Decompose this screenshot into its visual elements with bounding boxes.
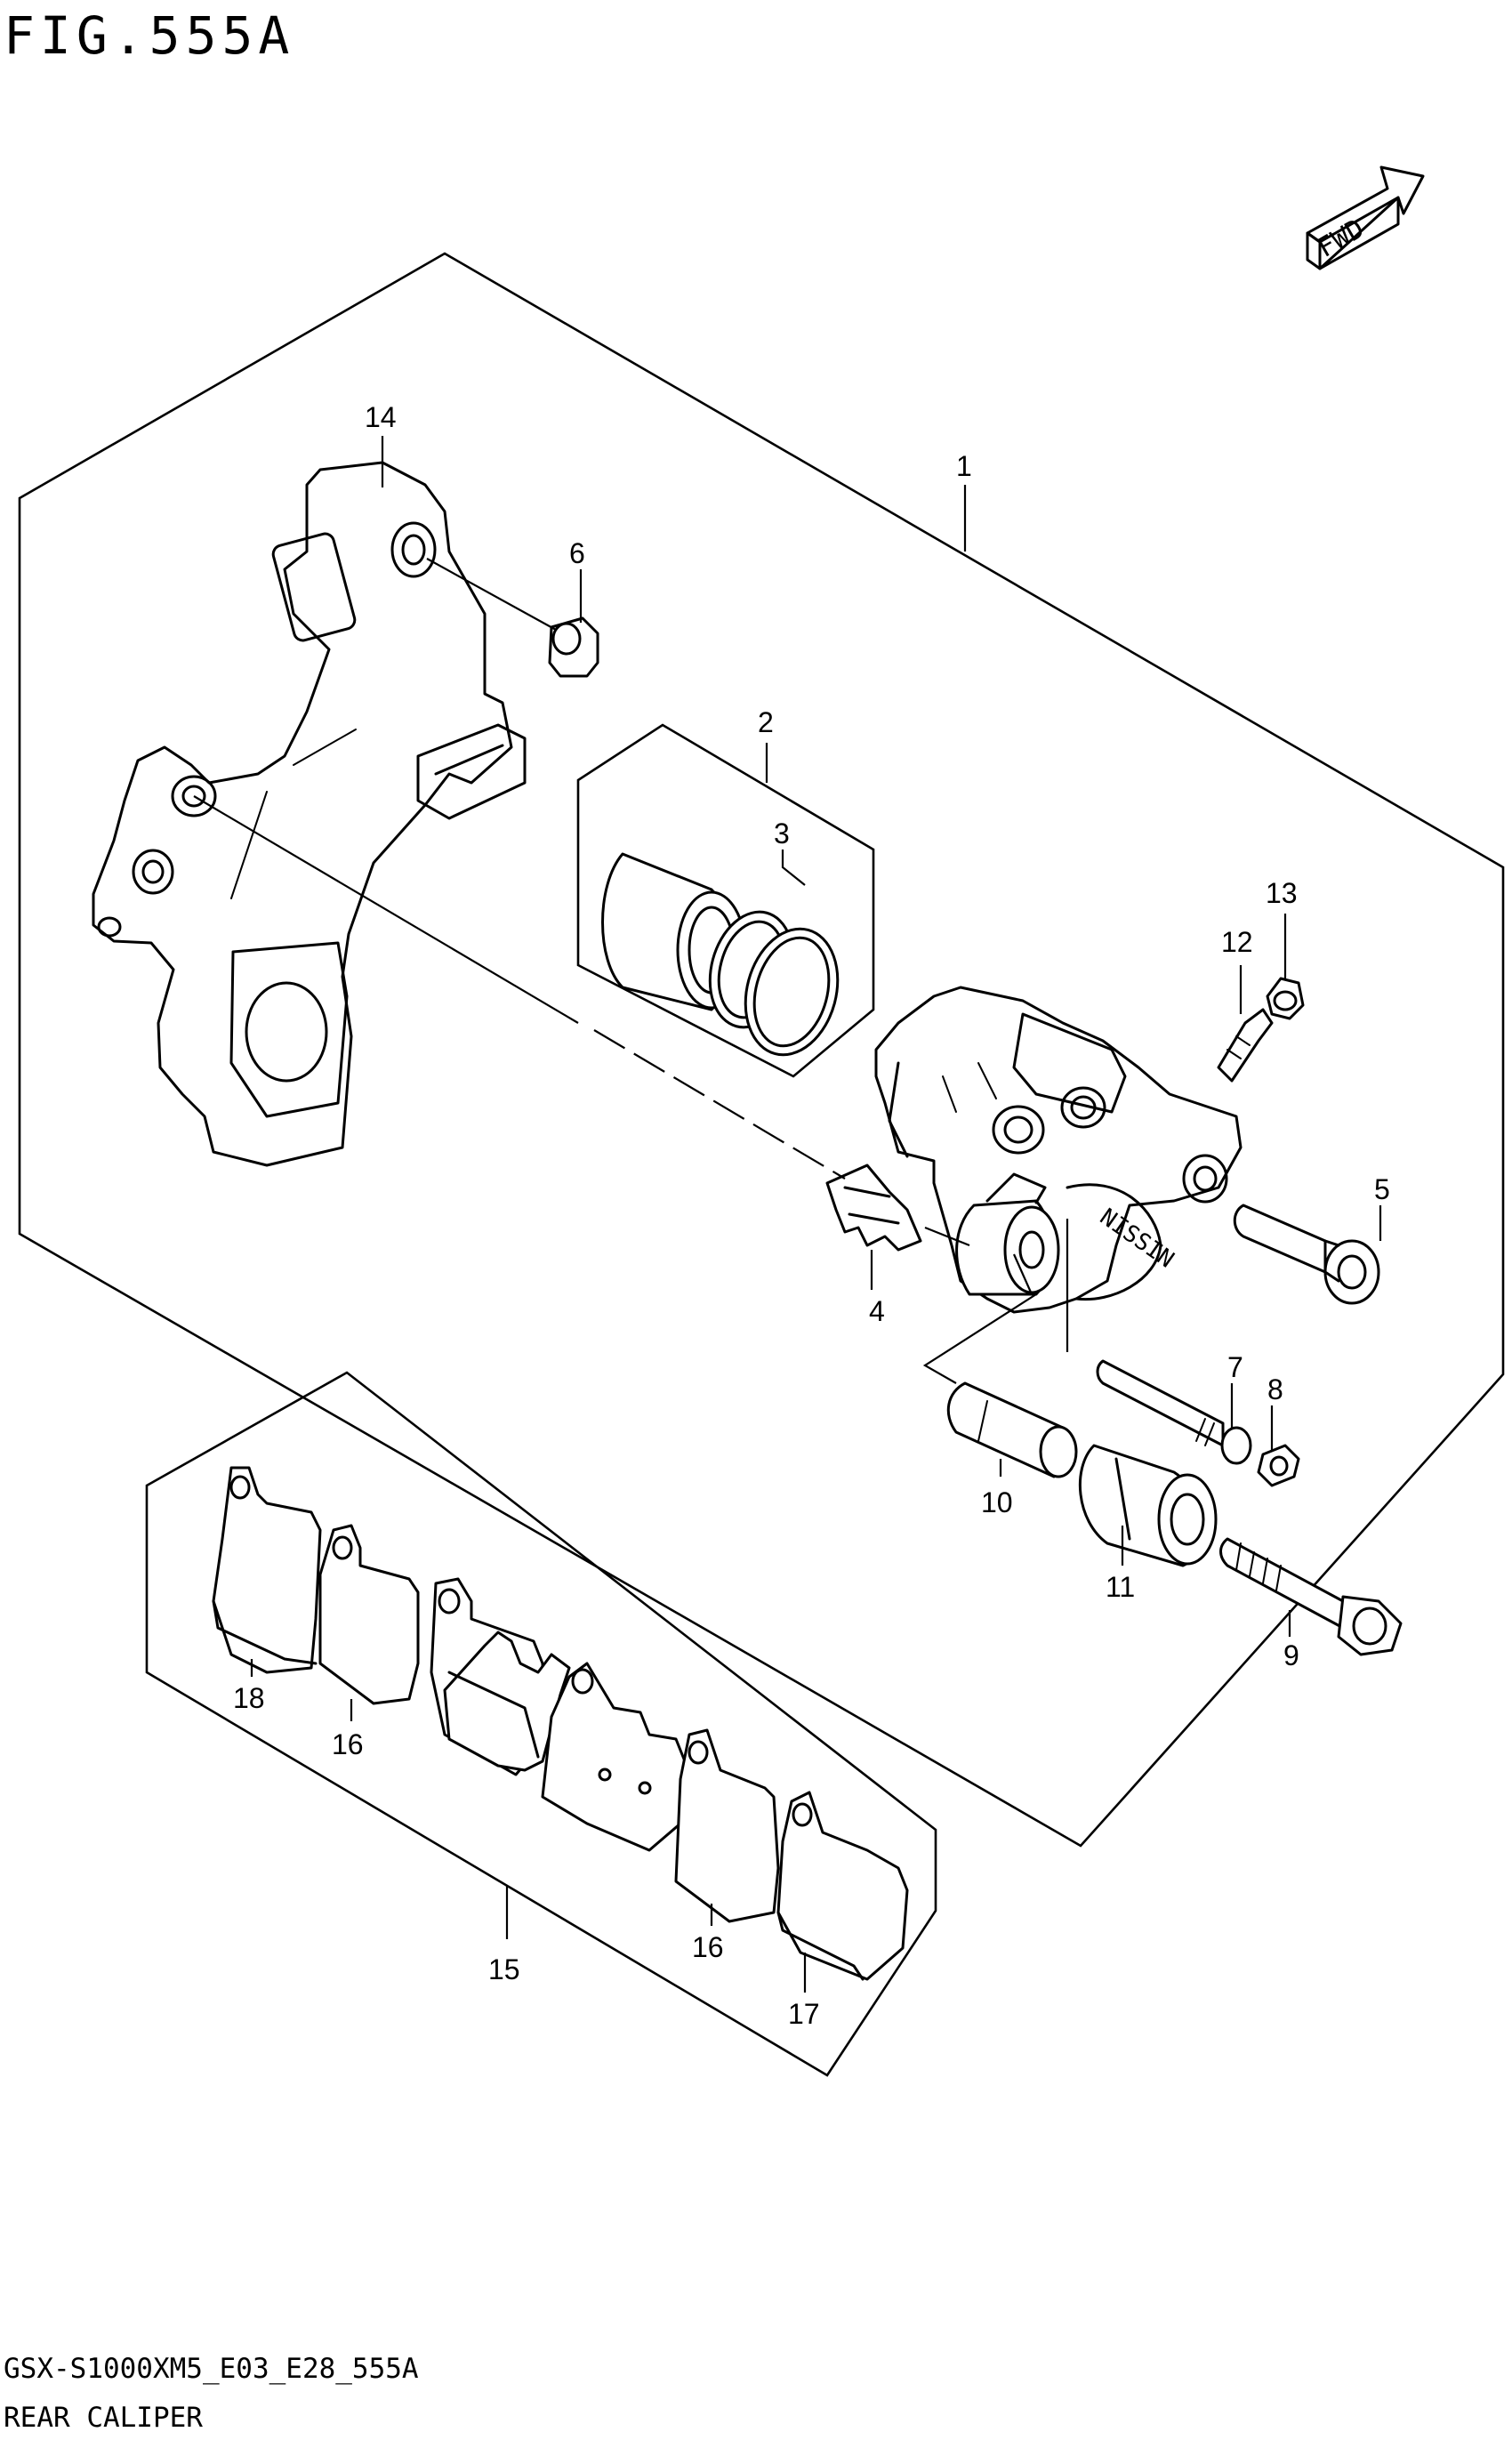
piston-kit-frame-2 bbox=[576, 723, 875, 1078]
caliper-boot bbox=[955, 1172, 1060, 1296]
callout-15: 15 bbox=[488, 1953, 520, 1985]
callout-leaders bbox=[250, 436, 1382, 1993]
bracket-boot-6 bbox=[548, 616, 599, 678]
bolt-9 bbox=[1219, 1537, 1403, 1656]
callout-5: 5 bbox=[1374, 1173, 1390, 1205]
bleeder-valve-12 bbox=[1217, 1008, 1274, 1083]
figure-title: FIG.555A bbox=[4, 5, 294, 66]
callout-14: 14 bbox=[365, 401, 397, 433]
callout-6: 6 bbox=[569, 537, 585, 569]
callout-8: 8 bbox=[1267, 1373, 1283, 1405]
brake-pad-18 bbox=[212, 1466, 322, 1674]
bleeder-cap-13 bbox=[1266, 977, 1305, 1020]
assembly-lines bbox=[193, 558, 1069, 1384]
diagram-caption: REAR CALIPER bbox=[4, 2402, 203, 2434]
fwd-arrow-icon: FWD bbox=[1306, 165, 1425, 270]
callout-1: 1 bbox=[956, 450, 972, 482]
brake-pad-backing bbox=[541, 1662, 687, 1852]
callout-12: 12 bbox=[1221, 926, 1253, 958]
sleeve-10 bbox=[946, 1381, 1078, 1478]
slide-pin-5 bbox=[1233, 1204, 1380, 1305]
callout-13: 13 bbox=[1266, 877, 1298, 909]
caliper-bracket-14 bbox=[92, 461, 527, 1167]
callout-16a: 16 bbox=[332, 1728, 364, 1760]
piston-seals-3 bbox=[708, 910, 840, 1057]
callout-16b: 16 bbox=[692, 1931, 724, 1963]
brake-pad-16a bbox=[318, 1524, 420, 1705]
brake-pad-17 bbox=[776, 1791, 909, 1981]
pad-set-frame-15 bbox=[145, 1371, 937, 2077]
callout-7: 7 bbox=[1227, 1351, 1243, 1383]
callout-10: 10 bbox=[981, 1486, 1013, 1518]
callout-3: 3 bbox=[774, 817, 790, 850]
callout-2: 2 bbox=[758, 706, 774, 738]
pin-7 bbox=[1096, 1359, 1252, 1465]
callout-labels: 1 2 3 4 5 6 7 8 9 10 11 12 13 14 15 16 1… bbox=[233, 401, 1390, 2030]
assembly-frame-1 bbox=[18, 252, 1505, 1848]
diagram-code: GSX-S1000XM5_E03_E28_555A bbox=[4, 2353, 419, 2385]
callout-18: 18 bbox=[233, 1682, 265, 1714]
boot-11 bbox=[1078, 1444, 1218, 1567]
callout-11: 11 bbox=[1106, 1571, 1135, 1603]
pad-clip-4 bbox=[825, 1164, 922, 1252]
callout-9: 9 bbox=[1283, 1639, 1299, 1671]
brake-pad-friction bbox=[443, 1631, 571, 1772]
brake-pad-16b bbox=[674, 1728, 780, 1923]
callout-17: 17 bbox=[788, 1998, 820, 2030]
callout-4: 4 bbox=[869, 1295, 885, 1327]
plug-8 bbox=[1257, 1444, 1300, 1487]
